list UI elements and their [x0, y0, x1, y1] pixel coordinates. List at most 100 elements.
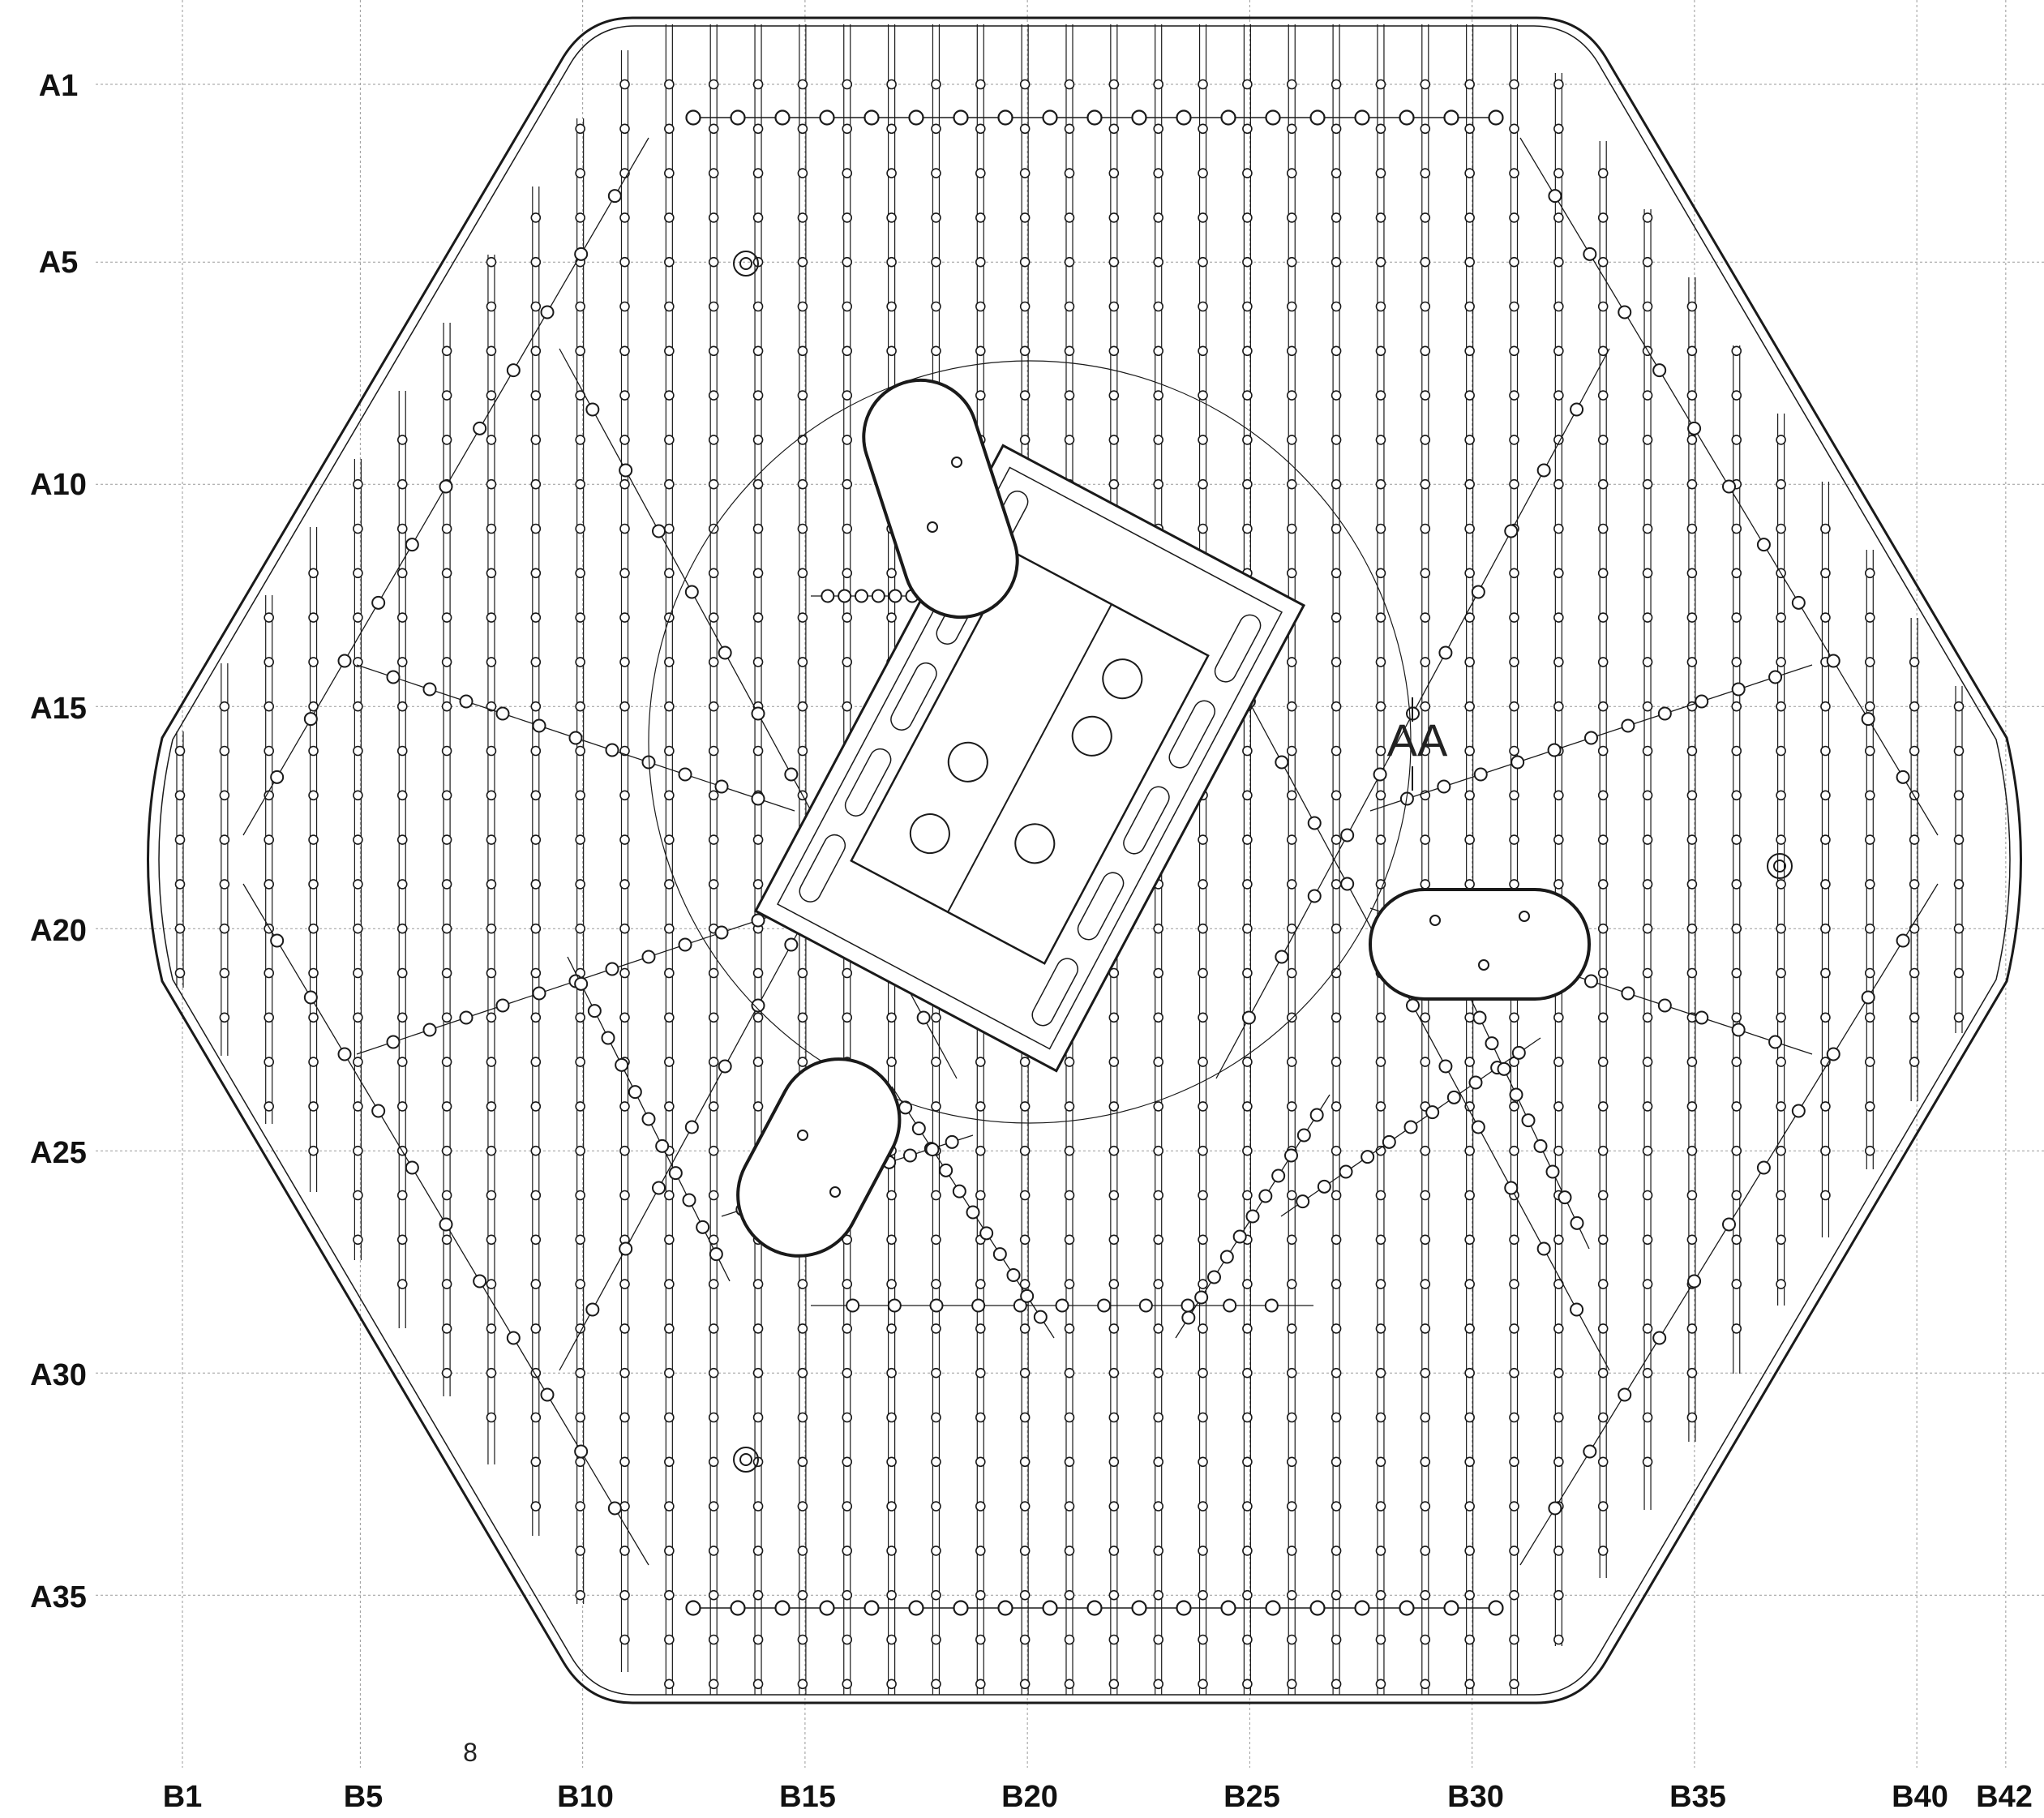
- rail-hole: [1597, 1057, 1609, 1067]
- rail-hole: [530, 1456, 542, 1468]
- rail-hole: [1509, 1634, 1519, 1645]
- deck-mount: [1102, 658, 1143, 700]
- rail-hole: [619, 1101, 630, 1112]
- rail-hole: [1019, 256, 1031, 268]
- rail-hole: [975, 212, 986, 223]
- rail-hole: [752, 523, 764, 534]
- ring-bolt: [685, 109, 701, 126]
- rail-hole: [1198, 478, 1208, 490]
- rail-hole: [575, 1456, 585, 1468]
- rail-hole: [797, 568, 808, 579]
- rail-hole: [1286, 1501, 1297, 1511]
- rail-hole: [486, 256, 497, 268]
- rail-hole: [1509, 1367, 1519, 1379]
- strut-bolt: [1020, 1288, 1035, 1303]
- strut-bolt: [751, 998, 765, 1013]
- rail-hole: [1509, 435, 1519, 445]
- rail-hole: [931, 1501, 941, 1511]
- rail-hole: [1108, 301, 1120, 312]
- rail-hole: [1331, 745, 1342, 757]
- rail-hole: [1642, 1234, 1653, 1246]
- ring-bolt: [1086, 1600, 1103, 1616]
- strut-bolt: [1722, 1217, 1736, 1232]
- strut-bolt: [1861, 990, 1875, 1005]
- rail-hole: [530, 212, 542, 223]
- rail-hole: [1198, 1145, 1208, 1156]
- rail-hole: [619, 1012, 630, 1023]
- rail-hole: [1464, 212, 1475, 223]
- rail-hole: [752, 1323, 764, 1334]
- rail-hole: [264, 834, 275, 845]
- rail-hole: [1509, 168, 1519, 178]
- rail-hole: [1019, 79, 1031, 90]
- rail-hole: [396, 612, 408, 623]
- rail-hole: [752, 1546, 764, 1556]
- rail-hole: [1331, 1634, 1342, 1645]
- rail-hole: [752, 657, 764, 667]
- rail-hole: [1064, 345, 1075, 357]
- rail-hole: [486, 435, 497, 445]
- rail-hole: [797, 435, 808, 445]
- rail-hole: [1019, 168, 1031, 178]
- target-ring: [1767, 853, 1793, 879]
- rail-hole: [396, 790, 408, 801]
- row-label-a1: A1: [39, 69, 79, 103]
- rail-hole: [797, 1057, 808, 1067]
- rail-hole: [1375, 1501, 1386, 1511]
- strut-bolt: [652, 524, 666, 538]
- rail-hole: [708, 478, 719, 490]
- rail-hole: [1420, 435, 1431, 445]
- rail-hole: [575, 1412, 585, 1423]
- strut-bolt: [1558, 1190, 1572, 1205]
- rail-hole: [1286, 1634, 1297, 1645]
- rail-hole: [1553, 390, 1564, 401]
- rail-hole: [1597, 168, 1609, 178]
- rail-hole: [1597, 1546, 1609, 1556]
- rail-hole: [842, 523, 853, 534]
- rail-hole: [396, 435, 408, 445]
- rail-hole: [797, 657, 808, 667]
- rail-hole: [1464, 79, 1475, 90]
- rail-hole: [1464, 1234, 1475, 1246]
- rail-hole: [1331, 256, 1342, 268]
- rail-hole: [1375, 1190, 1386, 1201]
- rail-hole: [1108, 1012, 1120, 1023]
- ring-bolt: [1354, 109, 1370, 126]
- rail-hole: [1420, 390, 1431, 401]
- rail-hole: [886, 1323, 897, 1334]
- rail-hole: [664, 1589, 675, 1601]
- rail-hole: [308, 1145, 319, 1156]
- rail-hole: [1464, 1546, 1475, 1556]
- deck-mount: [1014, 823, 1056, 864]
- row-label-a35: A35: [30, 1580, 87, 1614]
- rail-hole: [1953, 923, 1965, 934]
- rail-hole: [1686, 1057, 1698, 1067]
- row-label-a15: A15: [30, 692, 87, 726]
- rail-hole: [975, 123, 986, 135]
- strut-bolt: [628, 1085, 642, 1100]
- rail-hole: [1597, 1501, 1609, 1511]
- rail-hole: [1553, 478, 1564, 490]
- rail-hole: [752, 390, 764, 401]
- rail-hole: [441, 390, 452, 401]
- rail-hole: [886, 612, 897, 623]
- strut-bolt: [1219, 1250, 1234, 1264]
- strut-bolt: [1403, 1120, 1418, 1134]
- rail-hole: [1331, 1057, 1342, 1067]
- rail-hole: [396, 1012, 408, 1023]
- strut-bolt: [619, 1241, 633, 1256]
- strut-bolt: [929, 1298, 944, 1313]
- ring-bolt: [1131, 109, 1147, 126]
- strut-bolt: [422, 1023, 437, 1037]
- rail-hole: [575, 834, 585, 845]
- rail-hole: [1642, 1190, 1653, 1201]
- strut-bolt: [386, 670, 401, 684]
- rail-hole: [1242, 1145, 1253, 1156]
- rail-hole: [975, 1412, 986, 1423]
- rail-hole: [1509, 212, 1519, 223]
- rail-hole: [708, 212, 719, 223]
- rail-hole: [1242, 1190, 1253, 1201]
- rail-hole: [264, 790, 275, 801]
- rail-hole: [1642, 790, 1653, 801]
- rail-hole: [664, 923, 675, 934]
